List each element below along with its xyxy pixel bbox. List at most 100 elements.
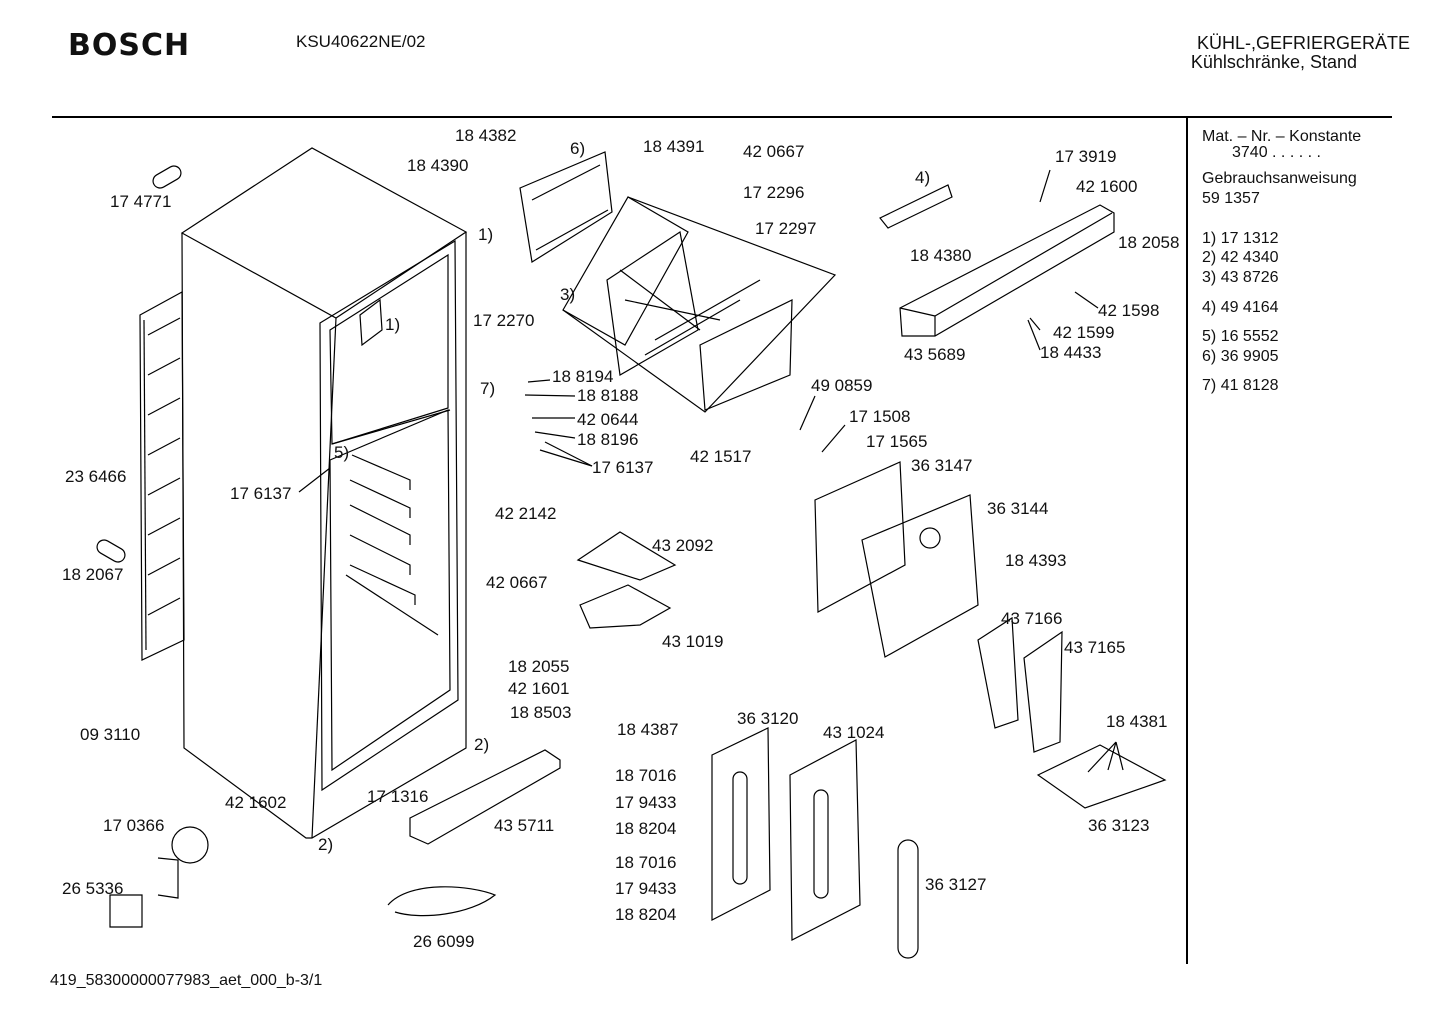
part-label: 17 1508 (849, 407, 911, 426)
mat-label: Mat. – Nr. – Konstante (1202, 128, 1362, 145)
manual-number: 59 1357 (1202, 190, 1260, 207)
part-label: 36 3120 (737, 709, 799, 728)
part-label: 26 6099 (413, 932, 475, 951)
part-label: 18 4387 (617, 720, 679, 739)
part-label: 17 1565 (866, 432, 928, 451)
model-number: KSU40622NE/02 (296, 32, 426, 51)
reference-item: 4) 49 4164 (1202, 299, 1279, 316)
part-label: 36 3127 (925, 875, 987, 894)
part-label: 18 4390 (407, 156, 469, 175)
part-label: 17 9433 (615, 879, 677, 898)
back-panel-363147 (815, 462, 905, 612)
reference-item: 3) 43 8726 (1202, 269, 1279, 286)
exploded-view-diagram (0, 0, 1186, 1019)
part-label: 42 0644 (577, 410, 639, 429)
door-liner-431024 (790, 740, 860, 940)
part-label: 43 5711 (494, 816, 555, 835)
part-label: 42 1600 (1076, 177, 1138, 196)
part-label: 43 7166 (1001, 609, 1063, 628)
part-label: 43 2092 (652, 536, 714, 555)
part-label: 18 4433 (1040, 343, 1102, 362)
part-label: 42 1601 (508, 679, 570, 698)
part-label: 1) (478, 225, 494, 244)
reference-item: 1) 17 1312 (1202, 230, 1279, 247)
part-label: 2) (474, 735, 490, 754)
bracket-431019 (580, 585, 670, 628)
control-housing (900, 205, 1114, 336)
part-label: 18 2055 (508, 657, 570, 676)
part-label: 18 7016 (615, 853, 677, 872)
roller-174771 (151, 163, 184, 190)
cover-363123 (1038, 745, 1165, 808)
category-title: KÜHL-,GEFRIERGERÄTE (1196, 33, 1410, 53)
part-label: 5) (334, 443, 350, 462)
control-module (880, 185, 952, 228)
part-label: 36 3123 (1088, 816, 1150, 835)
part-label: 49 0859 (811, 376, 873, 395)
part-label: 17 2296 (743, 183, 805, 202)
reference-item: 6) 36 9905 (1202, 348, 1279, 365)
part-label: 17 1316 (367, 787, 429, 806)
brand-logo: BOSCH (68, 28, 191, 63)
part-label: 18 4393 (1005, 551, 1067, 570)
part-label: 17 4771 (110, 192, 172, 211)
part-label: 42 0667 (743, 142, 805, 161)
part-label: 17 0366 (103, 816, 165, 835)
part-label: 09 3110 (80, 725, 141, 744)
sidebar-divider (1186, 118, 1188, 964)
manual-label: Gebrauchsanweisung (1202, 170, 1357, 187)
part-label: 17 6137 (592, 458, 654, 477)
part-label: 18 8503 (510, 703, 572, 722)
fridge-shelves (346, 455, 438, 635)
part-label: 43 7165 (1064, 638, 1126, 657)
door-shelf (410, 750, 560, 844)
part-label: 42 1599 (1053, 323, 1115, 342)
part-label: 18 4381 (1106, 712, 1168, 731)
roller-182067 (95, 537, 128, 564)
part-label: 18 4380 (910, 246, 972, 265)
door-bin-437166 (978, 618, 1018, 728)
bracket-432092 (578, 532, 675, 580)
part-label: 36 3144 (987, 499, 1049, 518)
part-label: 7) (480, 379, 496, 398)
evaporator (563, 197, 835, 412)
part-label: 42 1598 (1098, 301, 1160, 320)
part-label: 6) (570, 139, 586, 158)
part-label: 18 7016 (615, 766, 677, 785)
part-label: 18 4391 (643, 137, 705, 156)
part-label: 42 0667 (486, 573, 548, 592)
part-label: 2) (318, 835, 334, 854)
part-label: 17 9433 (615, 793, 677, 812)
reference-item: 2) 42 4340 (1202, 249, 1279, 266)
part-label: 42 1602 (225, 793, 287, 812)
back-panel-363144 (862, 495, 978, 657)
door-strip (898, 840, 918, 958)
part-label: 43 5689 (904, 345, 966, 364)
door-liner-363120 (712, 728, 770, 920)
part-label: 17 2297 (755, 219, 817, 238)
part-label: 3) (560, 285, 576, 304)
freezer-plate (520, 152, 612, 262)
part-label: 42 2142 (495, 504, 557, 523)
part-label: 23 6466 (65, 467, 127, 486)
part-label: 43 1024 (823, 723, 885, 742)
part-label: 18 8204 (615, 905, 677, 924)
part-label: 42 1517 (690, 447, 752, 466)
header-divider (52, 116, 1392, 118)
part-label: 26 5336 (62, 879, 124, 898)
fan-motor (110, 895, 142, 927)
mat-value: 3740 . . . . . . (1232, 144, 1321, 161)
part-label: 43 1019 (662, 632, 724, 651)
door-bin-437165 (1024, 632, 1062, 752)
fan-blade (172, 827, 208, 863)
reference-item: 7) 41 8128 (1202, 377, 1279, 394)
part-label: 17 6137 (230, 484, 292, 503)
part-label: 18 2058 (1118, 233, 1180, 252)
part-label: 18 8188 (577, 386, 639, 405)
part-label: 17 3919 (1055, 147, 1117, 166)
part-label: 17 2270 (473, 311, 535, 330)
part-label: 1) (385, 315, 401, 334)
part-label: 18 8194 (552, 367, 614, 386)
part-label: 18 4382 (455, 126, 517, 145)
part-label: 18 8196 (577, 430, 639, 449)
